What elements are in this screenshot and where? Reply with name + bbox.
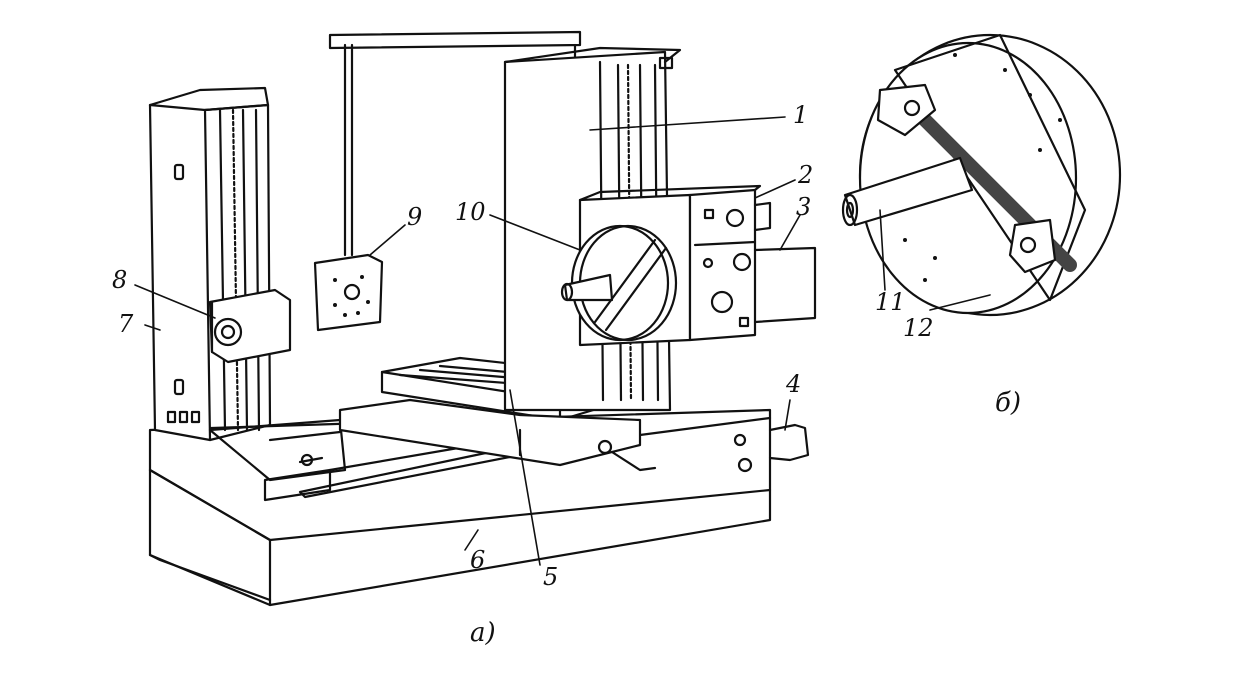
callout-5: 5 bbox=[543, 563, 559, 591]
callout-3: 3 bbox=[796, 193, 812, 221]
callout-7: 7 bbox=[118, 310, 134, 338]
callout-4: 4 bbox=[786, 370, 802, 398]
callout-1: 1 bbox=[793, 101, 809, 129]
callout-6: 6 bbox=[470, 546, 486, 574]
callout-8: 8 bbox=[112, 266, 128, 294]
rear-support-bearing bbox=[208, 288, 292, 364]
caption-a: а) bbox=[470, 618, 496, 648]
callout-12: 12 bbox=[903, 314, 934, 342]
callout-11: 11 bbox=[875, 288, 906, 316]
caption-b: б) bbox=[995, 388, 1022, 418]
callout-9: 9 bbox=[407, 203, 423, 231]
handwheel bbox=[733, 423, 810, 473]
facing-head bbox=[560, 224, 678, 342]
facing-head-detail bbox=[841, 33, 1122, 317]
rear-support-column bbox=[148, 86, 347, 482]
callout-10: 10 bbox=[455, 198, 486, 226]
callout-2: 2 bbox=[798, 161, 814, 189]
leader-lines bbox=[134, 116, 991, 566]
pendant-control bbox=[313, 30, 582, 332]
